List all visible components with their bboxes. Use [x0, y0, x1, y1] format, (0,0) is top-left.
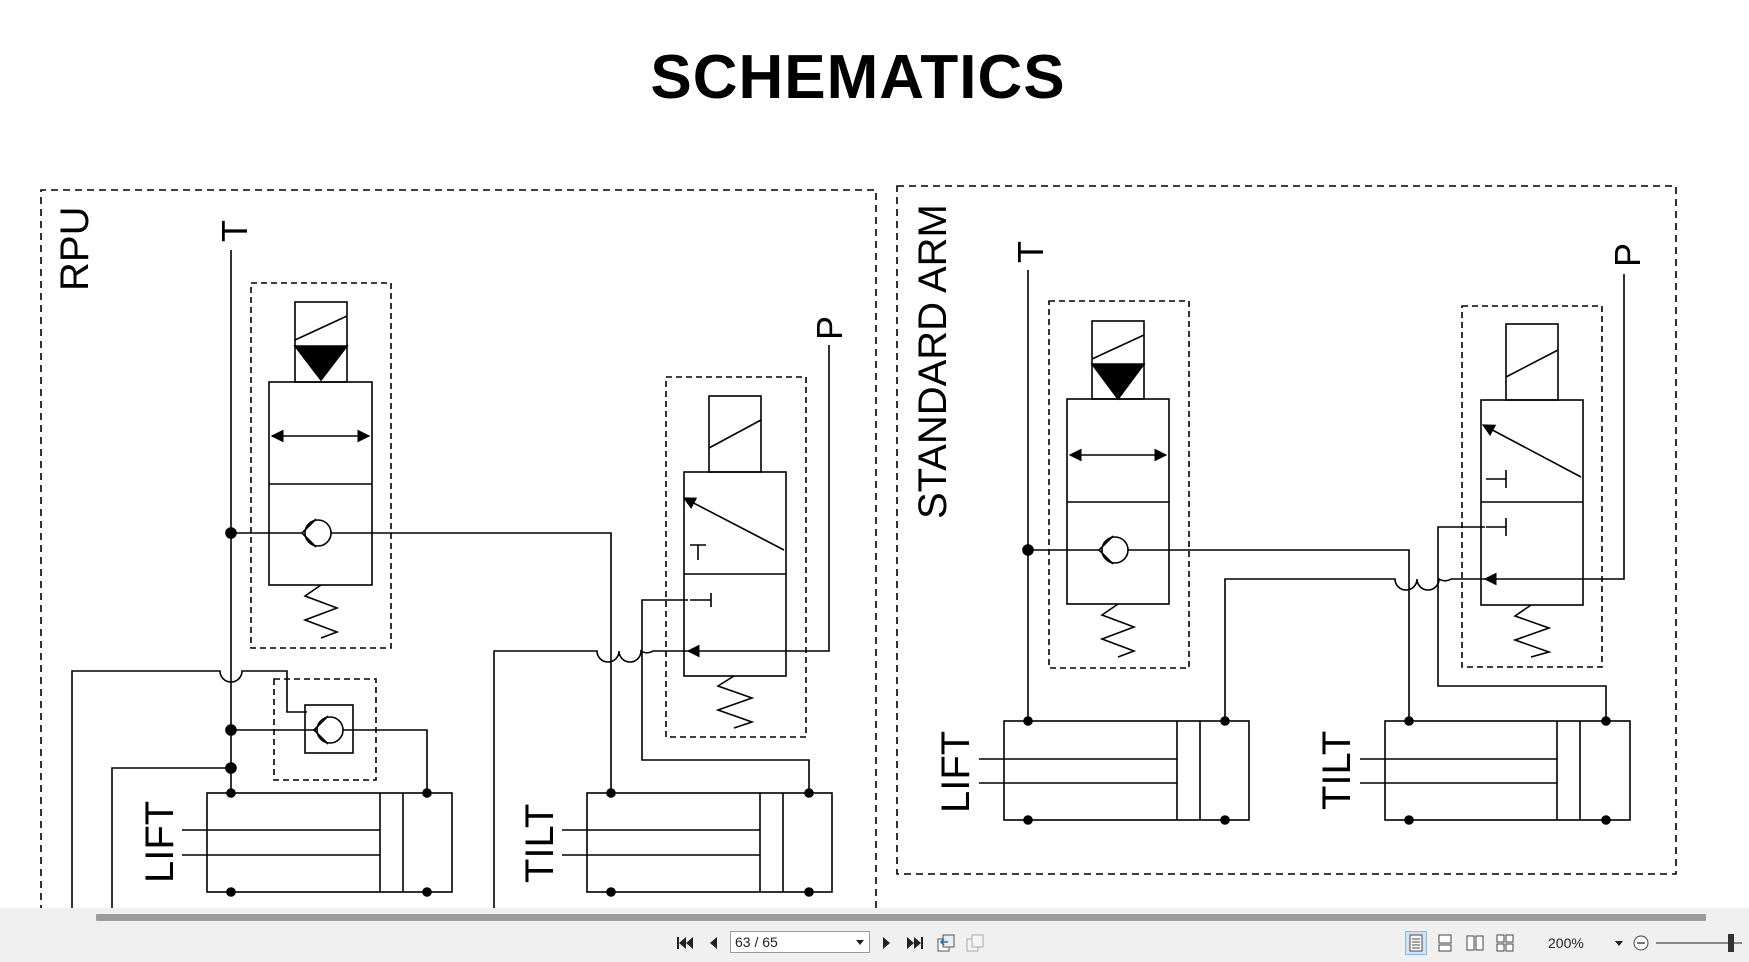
- rpu-panel-label: RPU: [53, 207, 97, 291]
- standard-arm-panel-border: [896, 185, 1677, 875]
- arm-lift-label: LIFT: [934, 731, 978, 813]
- arm-tilt-label: TILT: [1315, 731, 1359, 810]
- rpu-tank-label: T: [214, 220, 255, 242]
- prev-page-icon[interactable]: [702, 931, 724, 955]
- page-number-input[interactable]: [735, 932, 845, 952]
- rpu-tilt-label: TILT: [518, 804, 562, 883]
- continuous-facing-view-icon[interactable]: [1494, 931, 1516, 955]
- last-page-icon[interactable]: [904, 931, 926, 955]
- document-viewer: SCHEMATICS: [40, 43, 1677, 908]
- hydraulic-schematic: RPU T P LIFT TILT STANDARD ARM T P LIFT …: [40, 185, 1677, 908]
- zoom-out-icon[interactable]: [1630, 932, 1652, 954]
- page-number-box[interactable]: [730, 931, 870, 953]
- arm-tilt-valve-box: [1461, 305, 1603, 668]
- arm-lift-valve-box: [1048, 300, 1190, 669]
- previous-view-icon[interactable]: [935, 931, 957, 955]
- pdf-toolbar: 200%: [0, 924, 1749, 962]
- facing-view-icon[interactable]: [1464, 931, 1486, 955]
- zoom-slider-handle[interactable]: [1728, 934, 1734, 952]
- zoom-slider-track[interactable]: [1656, 942, 1742, 944]
- zoom-dropdown-icon[interactable]: [1614, 937, 1624, 949]
- standard-arm-panel-label: STANDARD ARM: [911, 204, 955, 519]
- single-page-view-icon[interactable]: [1405, 931, 1427, 955]
- horizontal-scrollbar-thumb[interactable]: [96, 914, 1706, 921]
- rpu-pressure-label: P: [809, 316, 850, 340]
- next-view-icon[interactable]: [964, 931, 986, 955]
- rpu-tilt-cylinder: [586, 792, 833, 893]
- arm-tank-label: T: [1010, 241, 1051, 263]
- continuous-view-icon[interactable]: [1434, 931, 1456, 955]
- next-page-icon[interactable]: [876, 931, 898, 955]
- arm-tilt-cylinder: [1384, 720, 1631, 821]
- page-title: SCHEMATICS: [650, 43, 1066, 112]
- rpu-panel-border: [40, 189, 877, 908]
- rpu-lift-cylinder: [206, 792, 453, 893]
- arm-lift-cylinder: [1003, 720, 1250, 821]
- rpu-lift-valve-box: [250, 282, 392, 649]
- arm-pressure-label: P: [1607, 243, 1648, 267]
- rpu-lift-label: LIFT: [138, 801, 182, 883]
- first-page-icon[interactable]: [674, 931, 696, 955]
- chevron-down-icon[interactable]: [854, 932, 866, 952]
- zoom-level[interactable]: 200%: [1548, 935, 1584, 951]
- rpu-tilt-valve-box: [665, 376, 807, 738]
